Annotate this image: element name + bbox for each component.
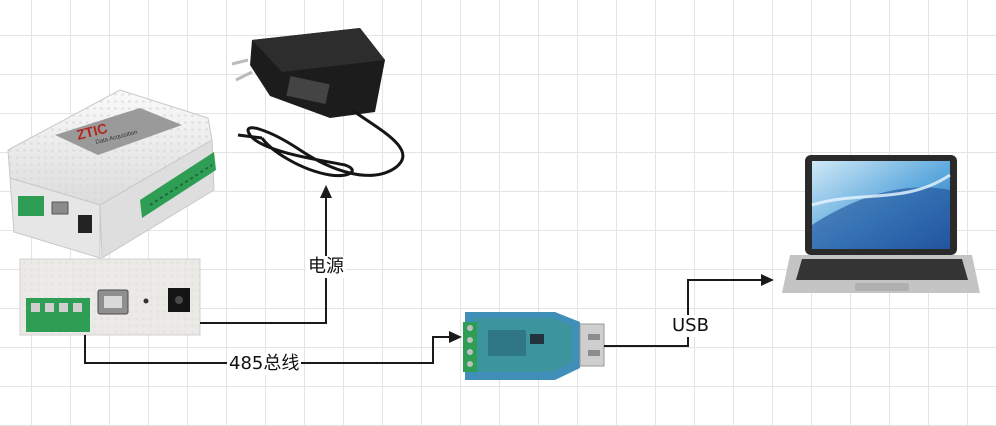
usb-a-plug-icon: [579, 323, 605, 367]
data-acquisition-device: ZTIC Data Acquisition: [7, 89, 216, 259]
converter-terminal-block: [463, 322, 477, 372]
power-connection-line: [200, 185, 332, 324]
laptop-icon: [782, 155, 980, 293]
usb-label: USB: [670, 315, 711, 337]
power-adapter-icon: [231, 28, 405, 178]
usb-b-port-icon: [51, 201, 69, 215]
side-terminal-block: [140, 152, 216, 218]
device-logo: ZTIC: [75, 120, 109, 143]
usb-connection-line: [604, 274, 774, 347]
device-front-closeup: [19, 258, 201, 336]
rs485-usb-converter-icon: [463, 312, 605, 380]
front-terminal-block: [18, 196, 44, 216]
power-jack-icon: [78, 215, 92, 233]
closeup-terminal-block: [26, 298, 90, 332]
power-label: 电源: [306, 256, 346, 278]
rs485-bus-line: [84, 331, 462, 364]
rs485-bus-label: 485总线: [227, 353, 302, 375]
